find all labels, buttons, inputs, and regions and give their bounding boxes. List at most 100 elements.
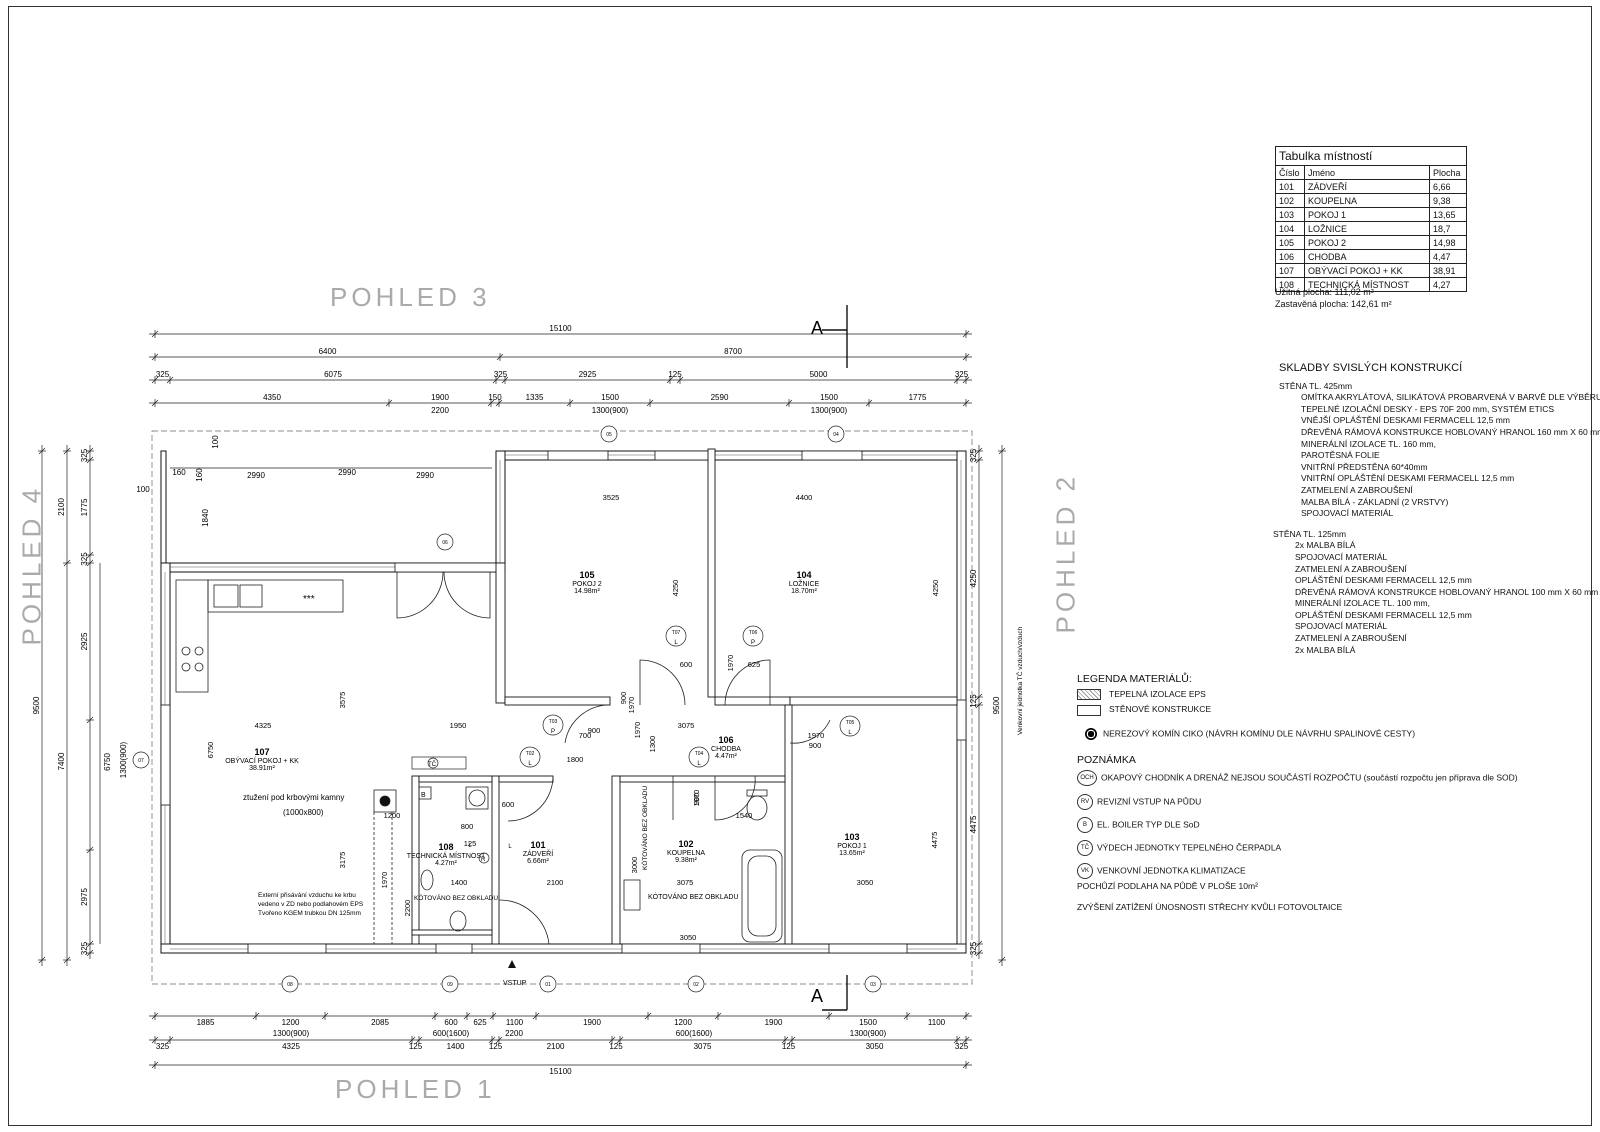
dim-text: 2975 — [80, 888, 89, 906]
axis-label: 03 — [870, 982, 876, 988]
dim-text: 900 — [619, 692, 628, 705]
dim-text: 2590 — [711, 393, 729, 402]
dim-text: 4325 — [282, 1042, 300, 1051]
axis-label: 06 — [442, 540, 448, 546]
dim-text: 3075 — [677, 878, 694, 887]
dim-tick — [487, 399, 495, 407]
axis-label: T07 — [672, 630, 681, 636]
axis-label: 02 — [693, 982, 699, 988]
no-tiling-108: KÓTOVÁNO BEZ OBKLADU — [414, 893, 498, 902]
composition-layer: DŘEVĚNÁ RÁMOVÁ KONSTRUKCE HOBLOVANÝ HRAN… — [1301, 426, 1600, 437]
dim-text: 1970 — [808, 731, 825, 740]
dim-tick — [492, 376, 500, 384]
dim-tick — [788, 1036, 796, 1044]
section-label-bottom: A — [811, 986, 823, 1006]
dim-text: 1840 — [201, 509, 210, 527]
dim-text: 1970 — [627, 697, 636, 714]
dim-tick — [86, 716, 94, 724]
room-name: POKOJ 2 — [572, 581, 602, 588]
dim-tick — [408, 1036, 416, 1044]
dim-tick — [616, 1036, 624, 1044]
dim-tick — [151, 330, 159, 338]
dim-tick — [463, 1012, 471, 1020]
dim-text: 1400 — [451, 878, 468, 887]
note-rv: REVIZNÍ VSTUP NA PŮDU — [1097, 796, 1202, 807]
dim-text: 2100 — [57, 498, 66, 516]
legend-title: LEGENDA MATERIÁLŮ: — [1077, 673, 1192, 685]
dim-tick — [151, 1061, 159, 1069]
room-table-title: Tabulka místností — [1275, 146, 1467, 166]
section-marker — [822, 305, 848, 1011]
dim-text: 1300(900) — [119, 741, 128, 778]
dim-text: 325 — [156, 370, 170, 379]
dim-tick — [825, 1012, 833, 1020]
dim-text: 625 — [473, 1018, 487, 1027]
composition-layer: MINERÁLNÍ IZOLACE TL. 100 mm, — [1295, 598, 1430, 609]
dim-tick — [975, 949, 983, 957]
dim-tick — [496, 353, 504, 361]
dim-text: 4350 — [263, 393, 281, 402]
rv-floor-icon — [478, 852, 490, 864]
axis-label: 09 — [447, 982, 453, 988]
dim-tick — [962, 353, 970, 361]
dim-text: 3075 — [694, 1042, 712, 1051]
dim-text: 1300(900) — [273, 1029, 310, 1038]
room-area: 13.65m² — [839, 850, 865, 857]
dim-text: 1500 — [859, 1018, 877, 1027]
dim-text: 1100 — [506, 1018, 524, 1027]
dim-text: 2200 — [403, 900, 412, 917]
air-supply-2: vedeno v ZD nebo podlahovém EPS — [258, 901, 364, 908]
axis-label: T04 — [695, 751, 704, 757]
air-supply-3: Tvořeno KGEM trubkou DN 125mm — [258, 910, 361, 917]
rv-icon: RV — [1077, 794, 1093, 810]
room-name: KOUPELNA — [667, 850, 705, 857]
section-label-top: A — [811, 318, 823, 338]
dim-text: 1200 — [282, 1018, 300, 1027]
dim-text: 4250 — [969, 569, 978, 587]
legend-walls: STĚNOVÉ KONSTRUKCE — [1109, 704, 1212, 715]
dim-tick — [488, 1036, 496, 1044]
room-number: 103 — [844, 832, 859, 842]
dim-tick — [321, 1012, 329, 1020]
useful-area: Užitná plocha: 111,02 m² — [1275, 287, 1374, 297]
dim-tick — [385, 399, 393, 407]
tc-mark: TČ — [428, 761, 437, 768]
room-area: 4.27m² — [435, 860, 457, 867]
view-top-label: POHLED 3 — [330, 282, 491, 312]
rv-mark: R — [481, 857, 486, 863]
legend-chimney: NEREZOVÝ KOMÍN CIKO (NÁVRH KOMÍNU DLE NÁ… — [1103, 727, 1416, 738]
dim-tick — [676, 376, 684, 384]
dim-tick — [495, 399, 503, 407]
door-handing-label: L — [468, 843, 472, 849]
axis-marker — [519, 746, 541, 768]
room-number: 107 — [254, 747, 269, 757]
composition-layer: SPOJOVACÍ MATERIÁL — [1295, 621, 1388, 632]
dim-tick — [608, 1036, 616, 1044]
composition-layer: ZATMELENÍ A ZABROUŠENÍ — [1295, 633, 1407, 644]
dim-text: 3175 — [338, 852, 347, 869]
dim-text: 4250 — [931, 580, 940, 597]
composition-layer: VNĚJŠÍ OPLÁŠTĚNÍ DESKAMI FERMACELL 12,5 … — [1301, 415, 1510, 426]
dim-text: 2200 — [431, 406, 449, 415]
room-number: 102 — [678, 839, 693, 849]
room-name: TECHNICKÁ MÍSTNOST — [407, 851, 486, 860]
axis-marker — [436, 533, 454, 551]
dim-tick — [975, 701, 983, 709]
room-area: 6.66m² — [527, 858, 549, 865]
composition-layer: ZATMELENÍ A ZABROUŠENÍ — [1295, 563, 1407, 574]
wall-swatch-icon — [1077, 704, 1101, 716]
bath-fixtures — [418, 786, 783, 943]
dim-text: 1500 — [820, 393, 838, 402]
note-vk: VENKOVNÍ JEDNOTKA KLIMATIZACE — [1097, 865, 1246, 876]
axis-marker — [839, 715, 861, 737]
dim-tick — [86, 456, 94, 464]
dim-text: 600 — [502, 800, 515, 809]
dim-tick — [666, 376, 674, 384]
no-tiling-102-v: KÓTOVÁNO BEZ OBKLADU — [640, 786, 649, 870]
dim-text: 1885 — [197, 1018, 215, 1027]
cell: 4,27 — [1429, 277, 1467, 292]
